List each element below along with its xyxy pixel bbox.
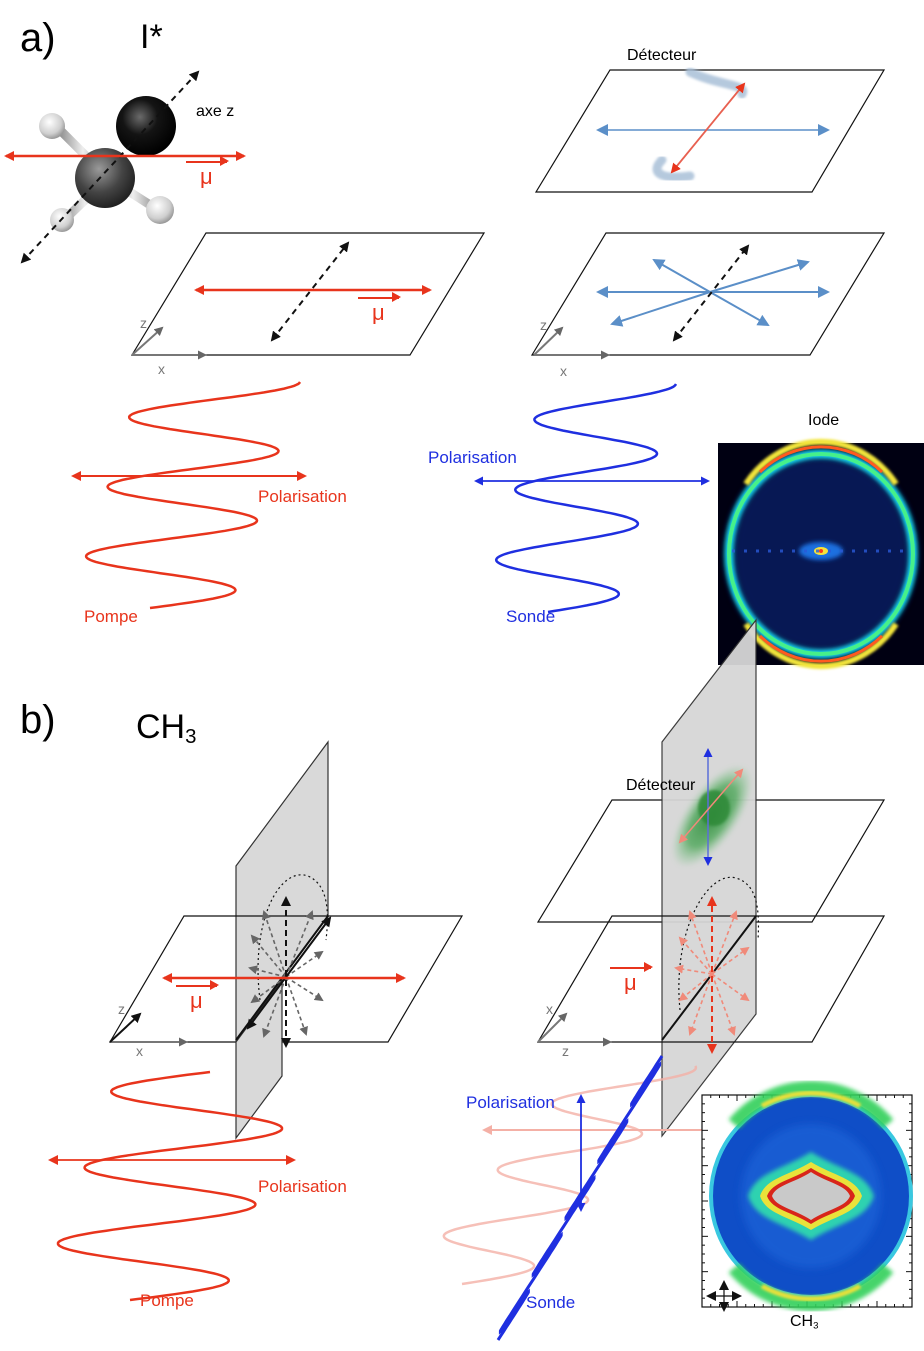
pump-wave-b	[56, 1070, 284, 1302]
hydrogen-atom	[146, 196, 174, 224]
probe-polarisation-label-b: Polarisation	[466, 1093, 555, 1112]
z-axis-arrow	[131, 326, 164, 356]
molecular-axis-arrow-right	[672, 244, 750, 342]
detector-image-arrow	[670, 82, 746, 174]
detector-label: Détecteur	[627, 47, 697, 64]
pump-label: Pompe	[84, 607, 138, 626]
detector-label-b: Détecteur	[626, 777, 696, 794]
vertical-plane-right	[661, 618, 757, 1138]
pump-wave	[84, 381, 302, 610]
z-axis-arrow-b-left	[109, 1012, 142, 1043]
interaction-plane-right	[530, 232, 886, 356]
pump-label-b: Pompe	[140, 1291, 194, 1310]
z-axis-label-right: z	[540, 317, 547, 333]
dipole-label: μ	[186, 156, 228, 189]
detector-blur-arc	[685, 67, 748, 99]
z-axis-arrow-right	[533, 326, 564, 356]
horizontal-plane-right	[536, 915, 886, 1043]
x-axis-label-right: x	[560, 363, 567, 379]
panel-b-letter: b)	[20, 698, 56, 742]
horizontal-plane-left	[108, 915, 464, 1043]
x-axis-label: x	[158, 361, 165, 377]
probe-polarisation-label: Polarisation	[428, 448, 517, 467]
fragment-velocity-arrows	[596, 259, 830, 327]
probe-label-b: Sonde	[526, 1293, 576, 1312]
detector-plane	[534, 69, 886, 193]
probe-label: Sonde	[506, 607, 556, 626]
molecular-axis-arrow-plane	[270, 241, 350, 342]
probe-wave	[494, 383, 678, 614]
z-axis-label: z	[140, 315, 147, 331]
dipole-label-plane: μ	[358, 292, 400, 325]
ch3-image-label: CH3	[790, 1313, 819, 1332]
x-axis-arrow-b-right	[537, 1012, 568, 1043]
x-axis-label-b-left: x	[136, 1043, 143, 1059]
dipole-label-b-left: μ	[176, 980, 218, 1013]
pump-polarisation-label: Polarisation	[258, 487, 347, 506]
z-axis-label-b-left: z	[118, 1001, 125, 1017]
ch3i-molecule	[39, 96, 176, 232]
z-axis-label-b-right: z	[562, 1043, 569, 1059]
interaction-plane-left	[130, 232, 486, 356]
panel-a-species: I*	[140, 18, 163, 56]
x-axis-label-b-right: x	[546, 1001, 553, 1017]
detector-diagonal-arrow	[678, 768, 744, 844]
angular-distribution-outline	[257, 874, 329, 1001]
molecular-axis-label: axe z	[196, 103, 235, 120]
iodine-image-label: Iode	[808, 412, 840, 429]
faint-pump-wave	[442, 1065, 698, 1286]
dipole-label-b-right: μ	[610, 962, 652, 995]
panel-a-letter: a)	[20, 16, 56, 60]
detector-blur-arc	[652, 155, 695, 182]
angular-distribution-outline-right	[678, 876, 760, 1011]
pump-polarisation-label-b: Polarisation	[258, 1177, 347, 1196]
hydrogen-atom	[39, 113, 65, 139]
ch3-velocity-map-image	[701, 1081, 913, 1312]
panel-b-species: CH3	[136, 708, 197, 749]
